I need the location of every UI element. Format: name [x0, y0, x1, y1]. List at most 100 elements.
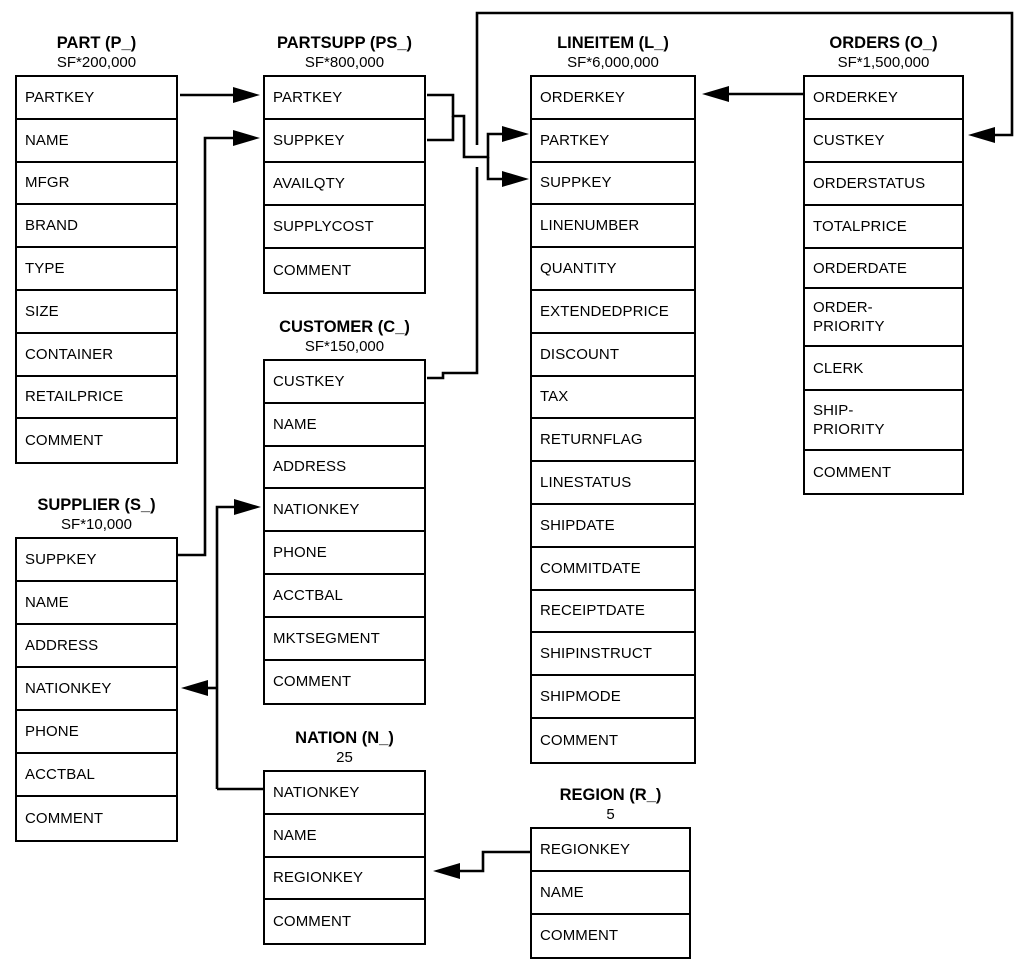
field-address: ADDRESS [17, 625, 176, 668]
field-custkey: CUSTKEY [265, 361, 424, 404]
table-title-customer: CUSTOMER (C_) [279, 318, 410, 336]
field-nationkey: NATIONKEY [265, 772, 424, 815]
field-supplycost: SUPPLYCOST [265, 206, 424, 249]
table-header: ORDERS (O_) SF*1,500,000 [773, 33, 994, 75]
table-cardinality-nation: 25 [336, 749, 353, 766]
table-cardinality-orders: SF*1,500,000 [837, 54, 930, 71]
field-availqty: AVAILQTY [265, 163, 424, 206]
field-phone: PHONE [17, 711, 176, 754]
field-tax: TAX [532, 377, 694, 420]
field-partkey: PARTKEY [17, 77, 176, 120]
table-header: SUPPLIER (S_) SF*10,000 [0, 495, 208, 537]
field-size: SIZE [17, 291, 176, 334]
field-partkey: PARTKEY [532, 120, 694, 163]
field-discount: DISCOUNT [532, 334, 694, 377]
field-comment: COMMENT [273, 673, 352, 691]
table-title-supplier: SUPPLIER (S_) [37, 496, 156, 514]
field-ship-priority: SHIP- PRIORITY [805, 391, 962, 451]
table-header: PART (P_) SF*200,000 [0, 33, 208, 75]
field-extendedprice: EXTENDEDPRICE [532, 291, 694, 334]
field-shipinstruct: SHIPINSTRUCT [532, 633, 694, 677]
field-nationkey: NATIONKEY [17, 668, 176, 711]
field-returnflag: RETURNFLAG [532, 419, 694, 463]
field-linestatus: LINESTATUS [532, 462, 694, 505]
field-acctbal: ACCTBAL [265, 575, 424, 618]
table-cardinality-part: SF*200,000 [56, 54, 137, 71]
table-title-orders: ORDERS (O_) [829, 34, 938, 52]
field-name: NAME [265, 404, 424, 447]
table-header: REGION (R_) 5 [500, 785, 721, 827]
field-comment: COMMENT [273, 913, 352, 931]
table-cardinality-partsupp: SF*800,000 [304, 54, 385, 71]
field-mfgr: MFGR [17, 163, 176, 206]
table-title-lineitem: LINEITEM (L_) [557, 34, 669, 52]
field-custkey: CUSTKEY [805, 120, 962, 163]
table-cardinality-region: 5 [606, 806, 615, 823]
table-cardinality-customer: SF*150,000 [304, 338, 385, 355]
field-address: ADDRESS [265, 447, 424, 490]
field-regionkey: REGIONKEY [532, 829, 689, 872]
field-regionkey: REGIONKEY [265, 858, 424, 901]
field-comment: COMMENT [273, 262, 352, 279]
table-title-region: REGION (R_) [559, 786, 662, 804]
field-brand: BRAND [17, 205, 176, 249]
table-header: CUSTOMER (C_) SF*150,000 [233, 317, 456, 359]
field-comment: COMMENT [813, 463, 892, 481]
field-commitdate: COMMITDATE [532, 548, 694, 591]
table-cardinality-lineitem: SF*6,000,000 [567, 54, 659, 71]
table-header: NATION (N_) 25 [233, 728, 456, 770]
field-totalprice: TOTALPRICE [805, 206, 962, 249]
table-cardinality-supplier: SF*10,000 [61, 516, 132, 533]
field-linenumber: LINENUMBER [532, 205, 694, 249]
relation-orders-to-lineitem-arrow [702, 86, 803, 102]
field-orderdate: ORDERDATE [805, 249, 962, 289]
field-clerk: CLERK [805, 347, 962, 391]
field-name: NAME [265, 815, 424, 858]
field-comment: COMMENT [540, 927, 619, 945]
field-comment: COMMENT [25, 810, 104, 827]
relation-supplier-to-partsupp-arrow [178, 130, 260, 557]
table-title-partsupp: PARTSUPP (PS_) [276, 34, 413, 52]
field-suppkey: SUPPKEY [265, 120, 424, 163]
field-retailprice: RETAILPRICE [17, 377, 176, 420]
field-shipmode: SHIPMODE [532, 676, 694, 719]
field-orderstatus: ORDERSTATUS [805, 163, 962, 206]
relation-part-to-partsupp-arrow [180, 87, 260, 103]
table-title-part: PART (P_) [56, 34, 137, 52]
relation-nation-to-customer-supplier-arrows [181, 499, 263, 791]
field-quantity: QUANTITY [532, 248, 694, 291]
field-partkey: PARTKEY [265, 77, 424, 120]
field-orderkey: ORDERKEY [805, 77, 962, 120]
field-suppkey: SUPPKEY [532, 163, 694, 206]
field-phone: PHONE [265, 532, 424, 575]
field-type: TYPE [17, 248, 176, 291]
field-suppkey: SUPPKEY [17, 539, 176, 582]
field-name: NAME [532, 872, 689, 915]
table-title-nation: NATION (N_) [295, 729, 394, 747]
field-name: NAME [17, 582, 176, 625]
field-nationkey: NATIONKEY [265, 489, 424, 533]
relation-region-to-nation-arrow [433, 850, 530, 879]
field-receiptdate: RECEIPTDATE [532, 591, 694, 634]
field-mktsegment: MKTSEGMENT [265, 618, 424, 661]
field-comment: COMMENT [540, 731, 619, 749]
relation-customer-to-orders-arrow [427, 11, 1014, 380]
table-header: PARTSUPP (PS_) SF*800,000 [233, 33, 456, 75]
field-acctbal: ACCTBAL [17, 754, 176, 797]
field-shipdate: SHIPDATE [532, 505, 694, 548]
